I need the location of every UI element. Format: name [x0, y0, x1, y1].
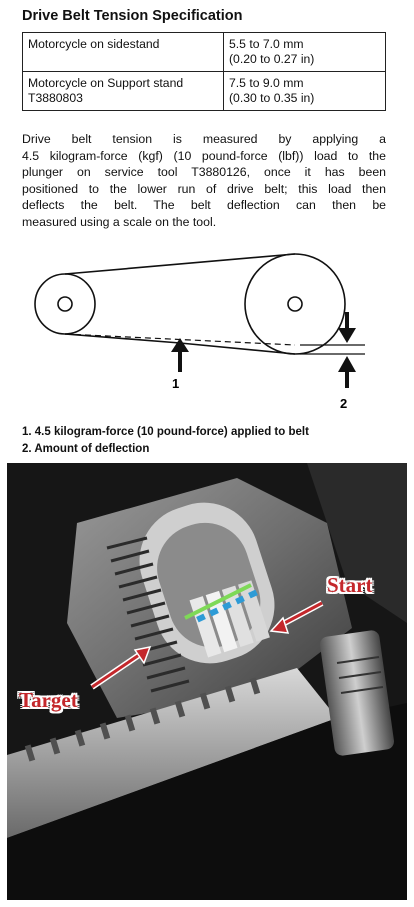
table-row: Motorcycle on sidestand 5.5 to 7.0 mm (0… [22, 32, 386, 72]
start-line [184, 583, 252, 620]
description-line: positioned to the lower run of drive bel… [22, 181, 386, 196]
table-cell-value: 5.5 to 7.0 mm (0.20 to 0.27 in) [223, 32, 386, 72]
callout-label-1: 1 [172, 376, 179, 391]
table-cell-condition: Motorcycle on sidestand [22, 32, 224, 72]
page-title: Drive Belt Tension Specification [22, 8, 243, 24]
condition-line: T3880803 [28, 91, 83, 105]
force-arrow [171, 338, 189, 372]
value-line: 7.5 to 9.0 mm [229, 76, 304, 90]
front-pulley-hub [57, 296, 73, 312]
deflection-arrow-bottom [338, 356, 356, 388]
description-line: measured using a scale on the tool. [22, 214, 217, 229]
value-line: (0.30 to 0.35 in) [229, 91, 315, 105]
cylinder-markings [336, 656, 384, 694]
rear-pulley [244, 253, 346, 355]
rear-pulley-hub [287, 296, 303, 312]
start-callout: Start [327, 573, 373, 597]
description-line: deflects the belt. The belt deflection c… [22, 198, 386, 212]
diagram-legend: 1. 4.5 kilogram-force (10 pound-force) a… [22, 424, 309, 458]
condition-line: Motorcycle on Support stand [28, 76, 184, 90]
target-arrow [90, 645, 152, 690]
description-paragraph: Drive belt tension is measured by applyi… [22, 131, 386, 230]
belt-deflection-diagram: 1 2 [34, 253, 365, 411]
description-line: Drive belt tension is measured by applyi… [22, 132, 386, 146]
legend-item: 1. 4.5 kilogram-force (10 pound-force) a… [22, 426, 309, 438]
belt-upper-run [64, 253, 296, 275]
background-frame [307, 463, 407, 623]
callout-label-2: 2 [340, 396, 347, 411]
value-line: 5.5 to 7.0 mm [229, 37, 304, 51]
value-line: (0.20 to 0.27 in) [229, 52, 315, 66]
lower-shadow [7, 703, 407, 900]
tool-photo-illustration [7, 463, 407, 900]
table-cell-value: 7.5 to 9.0 mm (0.30 to 0.35 in) [223, 71, 386, 111]
table-cell-condition: Motorcycle on Support stand T3880803 [22, 71, 224, 111]
tool-cylinder [319, 630, 395, 756]
legend-item: 2. Amount of deflection [22, 443, 150, 455]
belt-teeth [24, 677, 261, 762]
description-line: plunger on service tool T3880126, once i… [22, 165, 386, 179]
scale-graduations [106, 536, 190, 693]
target-callout: Target [19, 688, 78, 712]
drive-belt [7, 668, 337, 838]
belt-marks [196, 589, 258, 623]
condition-line: Motorcycle on sidestand [28, 37, 160, 51]
tool-photo: Start Target [7, 463, 407, 900]
front-pulley [34, 273, 96, 335]
description-line: 4.5 kilogram-force (kgf) (10 pound-force… [22, 148, 386, 163]
start-arrow [269, 600, 324, 634]
deflection-arrow-top [338, 312, 356, 343]
spec-table: Motorcycle on sidestand 5.5 to 7.0 mm (0… [22, 32, 386, 111]
table-row: Motorcycle on Support stand T3880803 7.5… [22, 71, 386, 111]
